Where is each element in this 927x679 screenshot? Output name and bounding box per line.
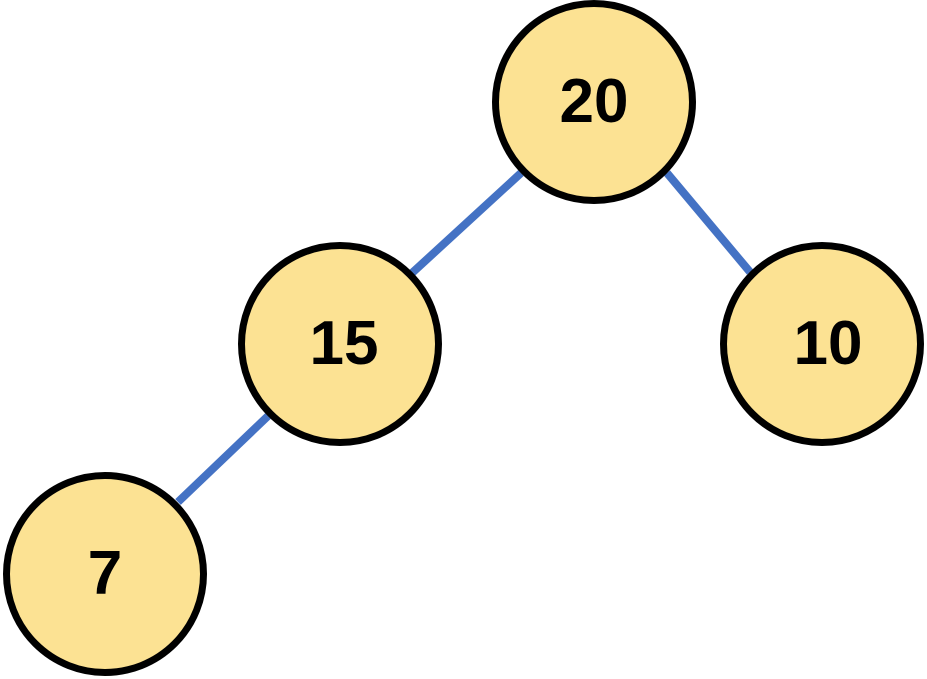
edge-20-to-15 bbox=[409, 170, 524, 276]
tree-node-label: 20 bbox=[559, 67, 629, 136]
edge-15-to-7 bbox=[175, 413, 271, 505]
edge-20-to-10 bbox=[663, 170, 754, 275]
tree-node-right-child[interactable]: 10 bbox=[720, 242, 924, 446]
tree-node-root[interactable]: 20 bbox=[492, 0, 696, 204]
tree-node-label: 7 bbox=[87, 539, 123, 608]
tree-node-label: 10 bbox=[793, 309, 863, 378]
tree-node-left-child[interactable]: 15 bbox=[238, 242, 442, 446]
tree-node-label: 15 bbox=[309, 309, 379, 378]
tree-node-leaf[interactable]: 7 bbox=[3, 472, 207, 676]
